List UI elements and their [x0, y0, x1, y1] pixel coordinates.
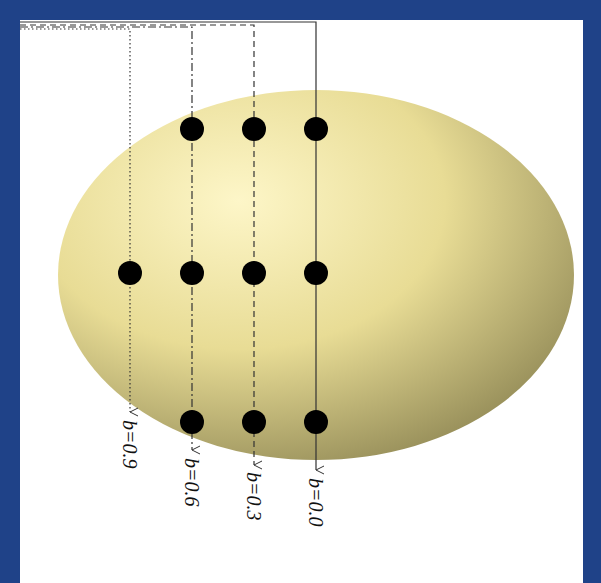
impact-parameter-label: b=0.3: [243, 472, 265, 521]
impact-parameter-label: b=0.6: [181, 458, 203, 507]
impact-parameter-label: b=0.9: [119, 420, 141, 469]
impact-parameter-label: b=0.0: [305, 478, 327, 527]
